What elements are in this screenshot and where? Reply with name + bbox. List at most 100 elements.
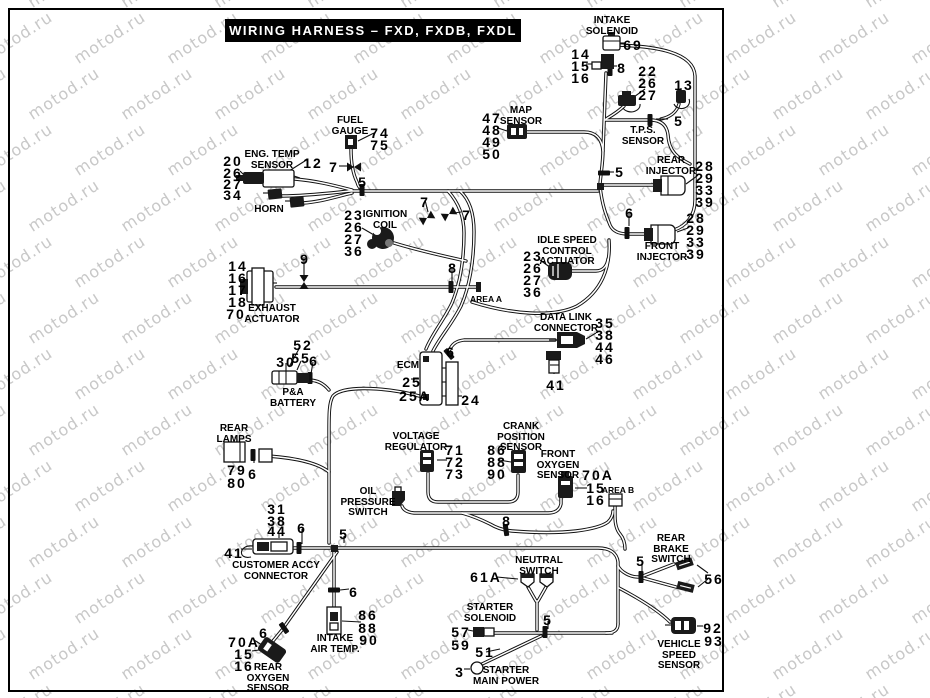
- callout-71: 71: [445, 442, 465, 458]
- callout-8: 8: [617, 60, 627, 76]
- callout-26: 26: [523, 260, 543, 276]
- data-link-connector-label: DATA LINK CONNECTOR: [533, 312, 599, 334]
- exhaust-actuator-label: EXHAUST ACTUATOR: [244, 303, 300, 325]
- callout-44: 44: [595, 339, 615, 355]
- callout-79: 79: [227, 462, 247, 478]
- callout-35: 35: [595, 315, 615, 331]
- callout-70A: 70A: [582, 467, 614, 483]
- callout-7: 7: [420, 194, 430, 210]
- callout-59: 59: [451, 637, 471, 653]
- callout-7: 7: [329, 159, 339, 175]
- callout-17: 17: [228, 282, 248, 298]
- callout-9: 9: [300, 251, 310, 267]
- callout-39: 39: [686, 246, 706, 262]
- fuel-gauge-label: FUEL GAUGE: [331, 115, 369, 137]
- area-b-label: AREA B: [601, 485, 635, 495]
- exhaust-actuator-icon: [240, 267, 277, 306]
- vehicle-speed-sensor-label: VEHICLE SPEED SENSOR: [657, 639, 701, 671]
- oil-pressure-switch-label: OIL PRESSURE SWITCH: [340, 486, 396, 518]
- area-a-end-connector-icon: [476, 282, 481, 292]
- callout-8: 8: [502, 513, 512, 529]
- callout-24: 24: [461, 392, 481, 408]
- callout-12: 12: [303, 155, 323, 171]
- rear-oxygen-sensor-icon: [257, 637, 287, 663]
- callout-80: 80: [227, 475, 247, 491]
- rear-oxygen-sensor-label: REAR OXYGEN SENSOR: [246, 662, 290, 694]
- callout-16: 16: [586, 492, 606, 508]
- rear-lamps-icon: [223, 441, 273, 463]
- callout-5: 5: [636, 553, 646, 569]
- front-injector-label: FRONT INJECTOR: [636, 241, 688, 263]
- callout-70A: 70A: [228, 634, 260, 650]
- callout-6: 6: [309, 353, 319, 369]
- callout-14: 14: [228, 258, 248, 274]
- callout-6: 6: [297, 520, 307, 536]
- starter-main-power-label: STARTER MAIN POWER: [472, 665, 540, 687]
- horn-label: HORN: [254, 204, 284, 215]
- callout-13: 13: [674, 77, 694, 93]
- callout-5: 5: [339, 526, 349, 542]
- callout-50: 50: [482, 146, 502, 162]
- callout-61A: 61A: [470, 569, 502, 585]
- callout-26: 26: [638, 75, 658, 91]
- callout-16: 16: [571, 70, 591, 86]
- callout-56: 56: [704, 571, 724, 587]
- callout-46: 46: [595, 351, 615, 367]
- callout-88: 88: [358, 620, 378, 636]
- ignition-coil-icon: [367, 227, 394, 249]
- callout-74: 74: [370, 125, 390, 141]
- callout-6: 6: [259, 625, 269, 641]
- junction-icon: [331, 545, 338, 552]
- callout-88: 88: [487, 454, 507, 470]
- callout-5: 5: [358, 174, 368, 190]
- rear-lamps-label: REAR LAMPS: [216, 423, 252, 445]
- callout-47: 47: [482, 110, 502, 126]
- callout-41: 41: [224, 545, 244, 561]
- callout-48: 48: [482, 122, 502, 138]
- callout-31: 31: [267, 501, 287, 517]
- area-b-connector-icon: [608, 493, 623, 507]
- junction-icon: [597, 183, 604, 190]
- ignition-coil-label: IGNITION COIL: [362, 209, 408, 231]
- callout-20: 20: [223, 153, 243, 169]
- intake-solenoid-label: INTAKE SOLENOID: [585, 15, 639, 37]
- starter-solenoid-label: STARTER SOLENOID: [463, 602, 517, 624]
- callout-36: 36: [344, 243, 364, 259]
- rear-injector-icon: [653, 175, 686, 196]
- callout-86: 86: [358, 607, 378, 623]
- callout-29: 29: [695, 170, 715, 186]
- customer-accy-connector-label: CUSTOMER ACCY CONNECTOR: [232, 560, 320, 582]
- eng-temp-sensor-icon: [236, 169, 301, 188]
- fuel-gauge-icon: [345, 135, 357, 149]
- callout-5: 5: [674, 113, 684, 129]
- oil-pressure-switch-icon: [392, 486, 405, 506]
- callout-51: 51: [475, 644, 495, 660]
- map-sensor-label: MAP SENSOR: [499, 105, 543, 127]
- neutral-switch-connectors-icon: [520, 573, 554, 588]
- callout-36: 36: [523, 284, 543, 300]
- pa-battery-icon: [271, 370, 309, 385]
- ecm-label: ECM: [396, 360, 420, 371]
- callout-33: 33: [686, 234, 706, 250]
- callout-5: 5: [615, 164, 625, 180]
- callout-39: 39: [695, 194, 715, 210]
- callout-6: 6: [625, 205, 635, 221]
- callout-55: 55: [291, 350, 311, 366]
- intake-solenoid-icon: [602, 32, 621, 51]
- rear-injector-label: REAR INJECTOR: [645, 155, 697, 177]
- idle-speed-control-actuator-label: IDLE SPEED CONTROL ACTUATOR: [537, 235, 597, 267]
- voltage-regulator-icon: [420, 450, 434, 472]
- area-a-label: AREA A: [470, 294, 502, 304]
- vehicle-speed-sensor-icon: [665, 617, 696, 634]
- horn-connectors-icon: [263, 188, 305, 208]
- callout-5: 5: [543, 612, 553, 628]
- callout-26: 26: [344, 219, 364, 235]
- callout-29: 29: [686, 222, 706, 238]
- rear-brake-switch-connectors-icon: [675, 557, 695, 593]
- crank-position-sensor-label: CRANK POSITION SENSOR: [497, 421, 545, 453]
- data-link-connector-icon: [549, 332, 585, 348]
- callout-72: 72: [445, 454, 465, 470]
- callout-27: 27: [344, 231, 364, 247]
- callout-26: 26: [223, 165, 243, 181]
